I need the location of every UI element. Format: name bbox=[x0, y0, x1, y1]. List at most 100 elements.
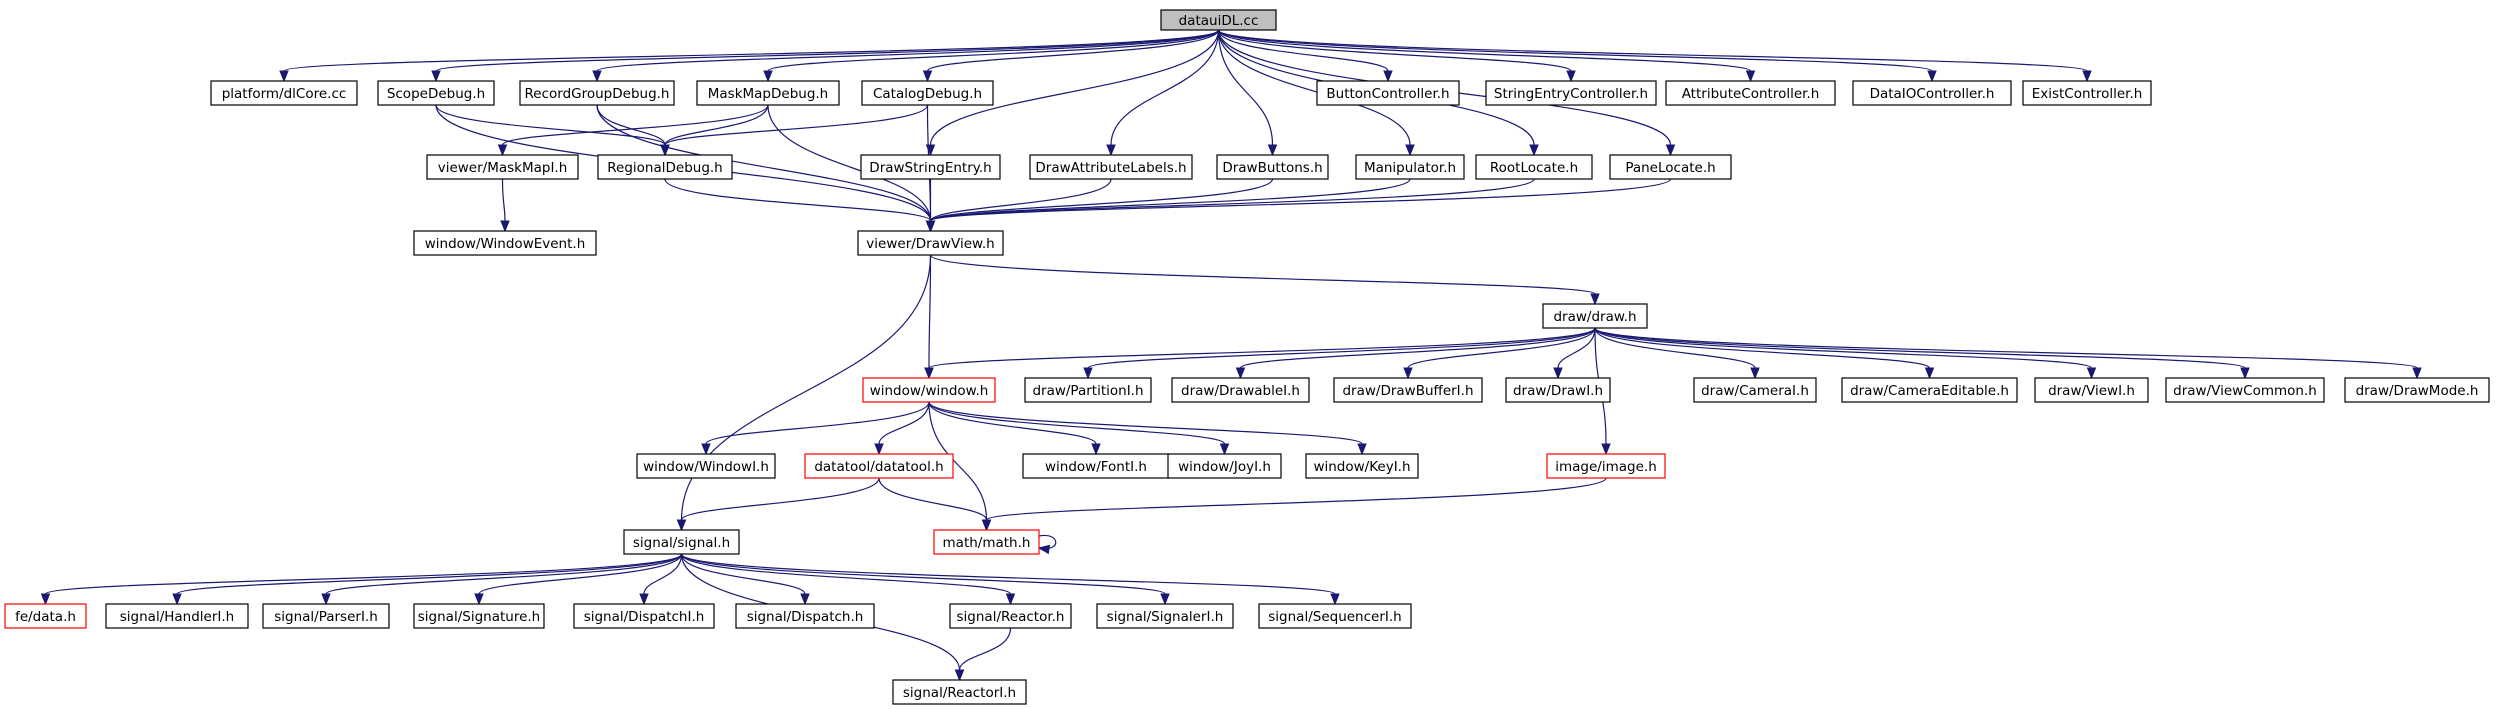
node-signal-dispatchi-h[interactable]: signal/DispatchI.h bbox=[573, 603, 715, 629]
node-stringentrycontroller-h[interactable]: StringEntryController.h bbox=[1485, 80, 1657, 106]
node-label: window/window.h bbox=[870, 383, 989, 399]
node-draw-viewi-h[interactable]: draw/ViewI.h bbox=[2034, 377, 2149, 403]
edge-math-math-h-to-math-math-h bbox=[1037, 534, 1057, 555]
edge-signal-signal-h-to-signal-sequenceri-h bbox=[680, 553, 1340, 606]
node-draw-drawi-h[interactable]: draw/DrawI.h bbox=[1505, 377, 1611, 403]
node-label: AttributeController.h bbox=[1682, 86, 1820, 102]
node-label: draw/ViewCommon.h bbox=[2173, 383, 2317, 399]
node-draw-drawmode-h[interactable]: draw/DrawMode.h bbox=[2344, 377, 2490, 403]
node-recordgroupdebug-h[interactable]: RecordGroupDebug.h bbox=[519, 80, 675, 106]
node-platform-dlcore-cc[interactable]: platform/dlCore.cc bbox=[210, 80, 358, 106]
node-existcontroller-h[interactable]: ExistController.h bbox=[2022, 80, 2152, 106]
node-viewer-maskmapi-h[interactable]: viewer/MaskMapI.h bbox=[426, 154, 579, 180]
edge-datauidl-cc-to-scopedebug-h bbox=[431, 29, 1220, 83]
node-box bbox=[1258, 603, 1412, 629]
node-signal-signaleri-h[interactable]: signal/SignalerI.h bbox=[1096, 603, 1234, 629]
node-dataiocontroller-h[interactable]: DataIOController.h bbox=[1852, 80, 2012, 106]
node-box bbox=[262, 603, 390, 629]
node-window-window-h[interactable]: window/window.h bbox=[862, 377, 996, 403]
node-box bbox=[413, 603, 545, 629]
node-regionaldebug-h[interactable]: RegionalDebug.h bbox=[597, 154, 733, 180]
edge-window-window-h-to-window-keyi-h bbox=[928, 401, 1367, 456]
edge-draw-draw-h-to-draw-cameraeditable-h bbox=[1594, 327, 1935, 380]
node-draw-partitioni-h[interactable]: draw/PartitionI.h bbox=[1024, 377, 1152, 403]
node-buttoncontroller-h[interactable]: ButtonController.h bbox=[1316, 80, 1460, 106]
edge-datauidl-cc-to-maskmapdebug-h bbox=[763, 29, 1220, 83]
node-signal-reactori-h[interactable]: signal/ReactorI.h bbox=[892, 679, 1027, 705]
node-draw-draw-h[interactable]: draw/draw.h bbox=[1542, 303, 1648, 329]
node-panelocate-h[interactable]: PaneLocate.h bbox=[1609, 154, 1732, 180]
node-fe-data-h[interactable]: fe/data.h bbox=[4, 603, 87, 629]
node-drawattributelabels-h[interactable]: DrawAttributeLabels.h bbox=[1029, 154, 1193, 180]
node-viewer-drawview-h[interactable]: viewer/DrawView.h bbox=[857, 230, 1004, 256]
node-box bbox=[696, 80, 840, 106]
node-signal-parseri-h[interactable]: signal/ParserI.h bbox=[262, 603, 390, 629]
node-scopedebug-h[interactable]: ScopeDebug.h bbox=[377, 80, 495, 106]
node-signal-sequenceri-h[interactable]: signal/SequencerI.h bbox=[1258, 603, 1412, 629]
edge-signal-signal-h-to-signal-dispatchi-h bbox=[639, 553, 683, 606]
node-window-joyi-h[interactable]: window/JoyI.h bbox=[1167, 453, 1282, 479]
edge-signal-signal-h-to-fe-data-h bbox=[40, 553, 683, 606]
node-image-image-h[interactable]: image/image.h bbox=[1546, 453, 1666, 479]
node-label: MaskMapDebug.h bbox=[708, 86, 829, 102]
node-math-math-h[interactable]: math/math.h bbox=[933, 529, 1040, 555]
node-signal-handleri-h[interactable]: signal/HandlerI.h bbox=[105, 603, 249, 629]
node-draw-camerai-h[interactable]: draw/CameraI.h bbox=[1693, 377, 1817, 403]
node-draw-viewcommon-h[interactable]: draw/ViewCommon.h bbox=[2165, 377, 2325, 403]
node-label: signal/DispatchI.h bbox=[584, 609, 705, 625]
node-label: Manipulator.h bbox=[1364, 160, 1456, 176]
node-drawbuttons-h[interactable]: DrawButtons.h bbox=[1216, 154, 1329, 180]
node-signal-signal-h[interactable]: signal/signal.h bbox=[623, 529, 740, 555]
edge-datauidl-cc-to-drawbuttons-h bbox=[1217, 29, 1278, 157]
node-draw-drawbufferi-h[interactable]: draw/DrawBufferI.h bbox=[1333, 377, 1483, 403]
node-draw-cameraeditable-h[interactable]: draw/CameraEditable.h bbox=[1841, 377, 2018, 403]
node-label: draw/CameraEditable.h bbox=[1850, 383, 2009, 399]
node-label: ButtonController.h bbox=[1326, 86, 1449, 102]
node-label: DrawAttributeLabels.h bbox=[1035, 160, 1186, 176]
edge-signal-signal-h-to-signal-handleri-h bbox=[172, 553, 683, 606]
node-box bbox=[1022, 453, 1170, 479]
node-rootlocate-h[interactable]: RootLocate.h bbox=[1475, 154, 1593, 180]
node-datatool-datatool-h[interactable]: datatool/datatool.h bbox=[804, 453, 954, 479]
node-label: StringEntryController.h bbox=[1494, 86, 1648, 102]
node-manipulator-h[interactable]: Manipulator.h bbox=[1355, 154, 1465, 180]
node-signal-reactor-h[interactable]: signal/Reactor.h bbox=[949, 603, 1072, 629]
edge-draw-draw-h-to-draw-drawablei-h bbox=[1235, 327, 1596, 380]
edge-regionaldebug-h-to-viewer-drawview-h bbox=[664, 178, 936, 233]
edge-draw-draw-h-to-draw-drawbufferi-h bbox=[1403, 327, 1596, 380]
node-box bbox=[210, 80, 358, 106]
node-label: window/KeyI.h bbox=[1313, 459, 1410, 475]
node-label: signal/HandlerI.h bbox=[120, 609, 234, 625]
node-box bbox=[426, 154, 579, 180]
node-box bbox=[860, 154, 1001, 180]
node-signal-dispatch-h[interactable]: signal/Dispatch.h bbox=[735, 603, 875, 629]
node-attributecontroller-h[interactable]: AttributeController.h bbox=[1665, 80, 1836, 106]
node-box bbox=[623, 529, 740, 555]
node-window-keyi-h[interactable]: window/KeyI.h bbox=[1305, 453, 1419, 479]
node-label: signal/Signature.h bbox=[418, 609, 540, 625]
node-box bbox=[519, 80, 675, 106]
node-box bbox=[1546, 453, 1666, 479]
node-label: RecordGroupDebug.h bbox=[525, 86, 670, 102]
edge-viewer-maskmapi-h-to-window-windowevent-h bbox=[500, 178, 510, 233]
node-window-windowevent-h[interactable]: window/WindowEvent.h bbox=[413, 230, 597, 256]
node-box bbox=[1167, 453, 1282, 479]
edge-maskmapdebug-h-to-regionaldebug-h bbox=[660, 104, 769, 157]
node-draw-drawablei-h[interactable]: draw/DrawableI.h bbox=[1171, 377, 1310, 403]
node-maskmapdebug-h[interactable]: MaskMapDebug.h bbox=[696, 80, 840, 106]
edge-draw-draw-h-to-draw-viewi-h bbox=[1594, 327, 2097, 380]
node-datauidl-cc[interactable]: datauiDL.cc bbox=[1160, 9, 1277, 31]
node-label: viewer/DrawView.h bbox=[866, 236, 994, 252]
node-signal-signature-h[interactable]: signal/Signature.h bbox=[413, 603, 545, 629]
node-label: datatool/datatool.h bbox=[814, 459, 943, 475]
edge-datauidl-cc-to-attributecontroller-h bbox=[1217, 29, 1756, 83]
node-drawstringentry-h[interactable]: DrawStringEntry.h bbox=[860, 154, 1001, 180]
node-window-fonti-h[interactable]: window/FontI.h bbox=[1022, 453, 1170, 479]
node-label: PaneLocate.h bbox=[1625, 160, 1715, 176]
node-label: CatalogDebug.h bbox=[873, 86, 982, 102]
node-box bbox=[105, 603, 249, 629]
node-window-windowi-h[interactable]: window/WindowI.h bbox=[636, 453, 776, 479]
edge-window-window-h-to-window-joyi-h bbox=[928, 401, 1230, 456]
node-catalogdebug-h[interactable]: CatalogDebug.h bbox=[861, 80, 994, 106]
edge-signal-reactor-h-to-signal-reactori-h bbox=[954, 627, 1012, 682]
